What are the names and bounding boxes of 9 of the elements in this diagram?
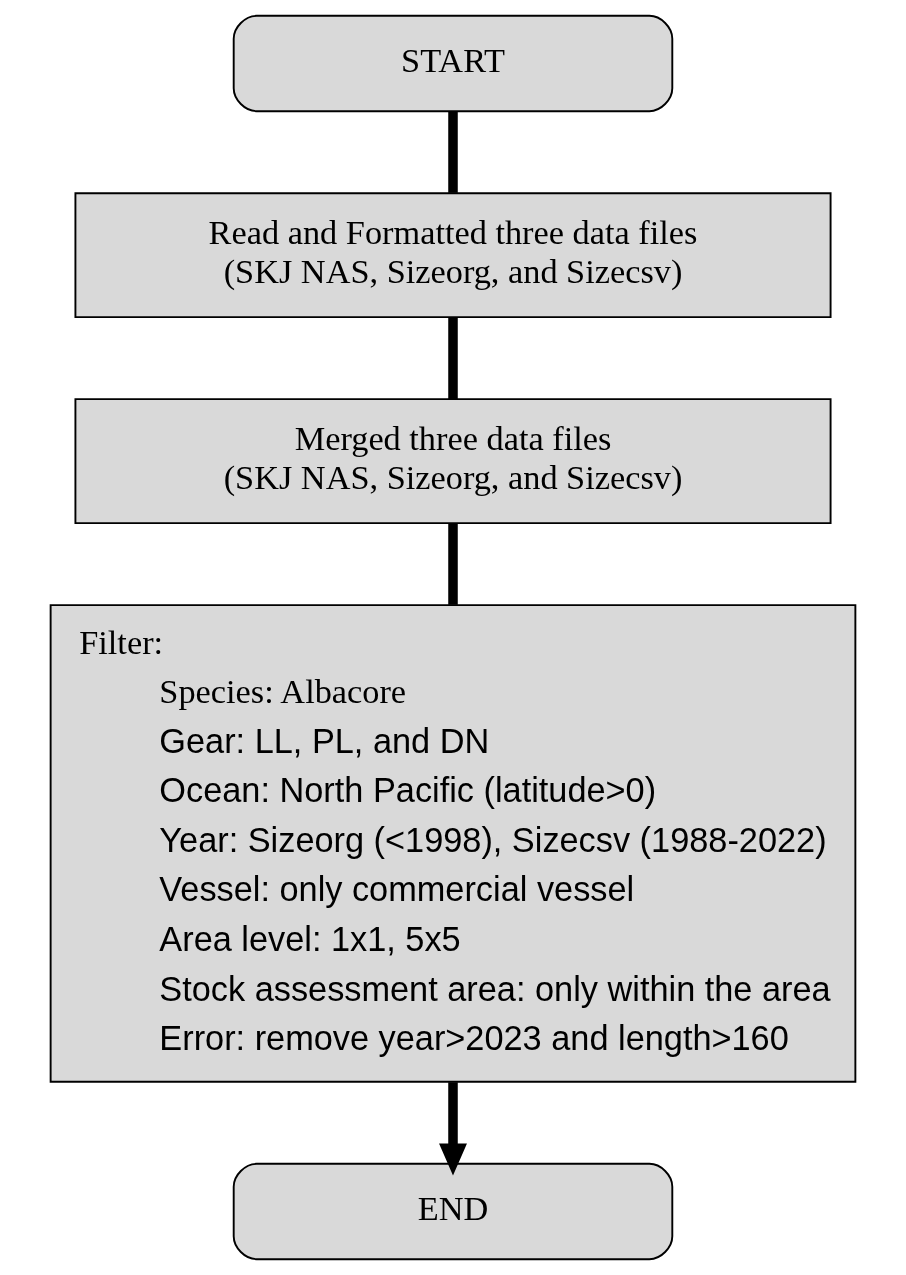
connector <box>448 317 458 399</box>
connector <box>448 523 458 605</box>
node-box: Filter: Species: Albacore Gear: LL, PL, and DN Ocean: North Pacific (latitude>0) Year: Sizeorg (<1998), Sizecsv (1988-2022) Vessel: only commercial vessel Area level: 1x1, 5x5 Stock assessment area: only within the area Error: remove year>2023 and length>160 <box>49 604 857 1083</box>
connector <box>448 111 458 193</box>
node-box: Merged three data files (SKJ NAS, Sizeorg, and Sizecsv) <box>74 398 832 525</box>
node-box: END <box>232 1162 674 1261</box>
node-box: START <box>232 14 674 113</box>
arrow <box>439 1082 467 1176</box>
node-box: Read and Formatted three data files (SKJ NAS, Sizeorg, and Sizecsv) <box>74 192 832 319</box>
